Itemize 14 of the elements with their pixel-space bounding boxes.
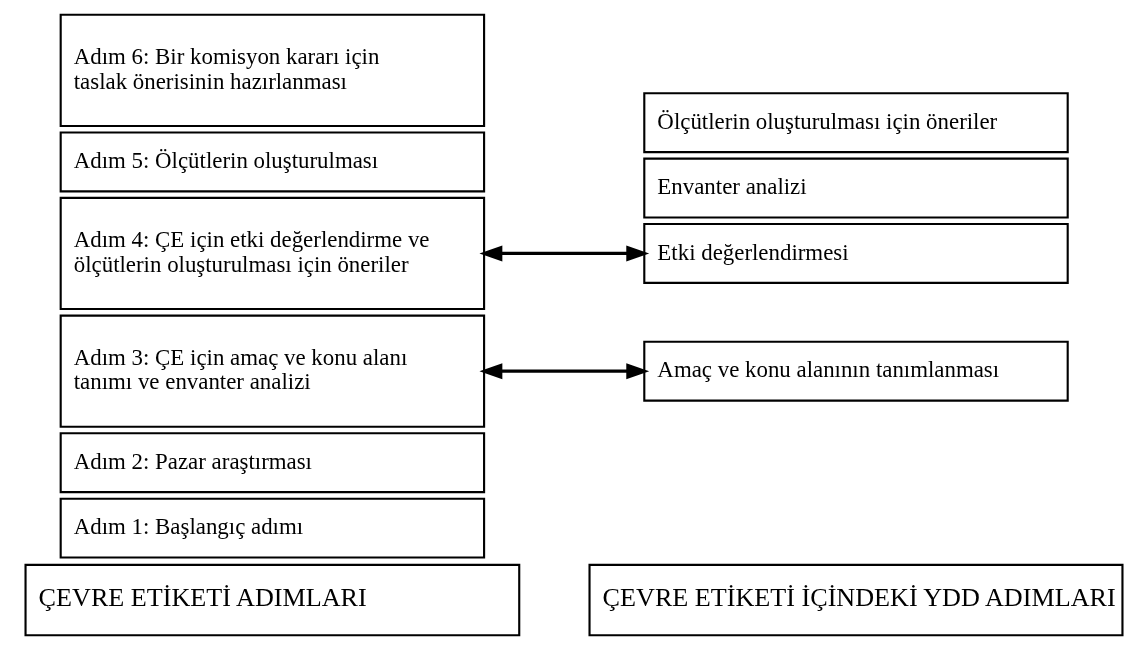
node-box: Etki değerlendirmesi xyxy=(642,223,1069,284)
arrow xyxy=(478,245,649,262)
node-box: Adım 2: Pazar araştırması xyxy=(59,432,485,494)
node-box: Adım 1: Başlangıç adımı xyxy=(59,497,485,559)
node-box: ÇEVRE ETİKETİ ADIMLARI xyxy=(23,563,520,637)
node-box: Adım 3: ÇE için amaç ve konu alanı tanımı ve envanter analizi xyxy=(59,314,485,428)
node-box: Ölçütlerin oluşturulması için öneriler xyxy=(642,92,1069,154)
arrow xyxy=(478,363,649,380)
node-box: ÇEVRE ETİKETİ İÇİNDEKİ YDD ADIMLARI xyxy=(587,563,1124,637)
node-box: Adım 6: Bir komisyon kararı için taslak önerisinin hazırlanması xyxy=(59,13,485,128)
node-box: Envanter analizi xyxy=(642,157,1069,219)
node-box: Amaç ve konu alanının tanımlanması xyxy=(642,340,1069,402)
node-box: Adım 4: ÇE için etki değerlendirme ve ölçütlerin oluşturulması için öneriler xyxy=(59,196,485,311)
node-box: Adım 5: Ölçütlerin oluşturulması xyxy=(59,131,485,193)
